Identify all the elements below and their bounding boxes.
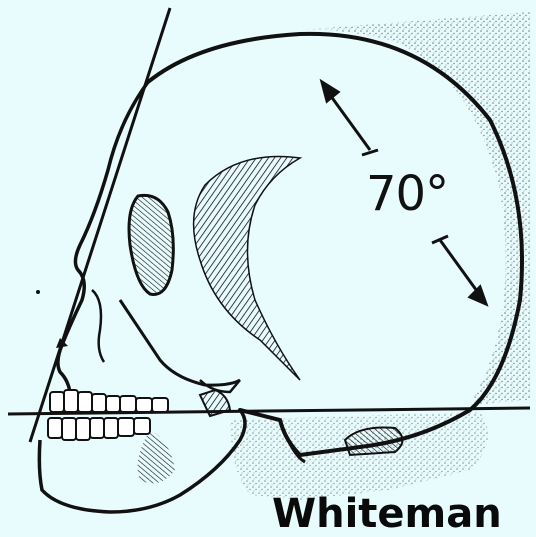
upper-teeth xyxy=(50,390,168,412)
temporal-fossa-hatching xyxy=(194,157,300,380)
nasal-cavity xyxy=(92,290,104,362)
angle-label: 70° xyxy=(366,166,448,222)
figure-caption: Whiteman xyxy=(272,494,502,534)
zygomatic-outline xyxy=(120,300,240,385)
mandible-hatching xyxy=(138,430,175,483)
lower-teeth xyxy=(48,418,150,440)
eye-orbit xyxy=(129,195,173,294)
stippled-shadow-lower xyxy=(230,412,488,500)
